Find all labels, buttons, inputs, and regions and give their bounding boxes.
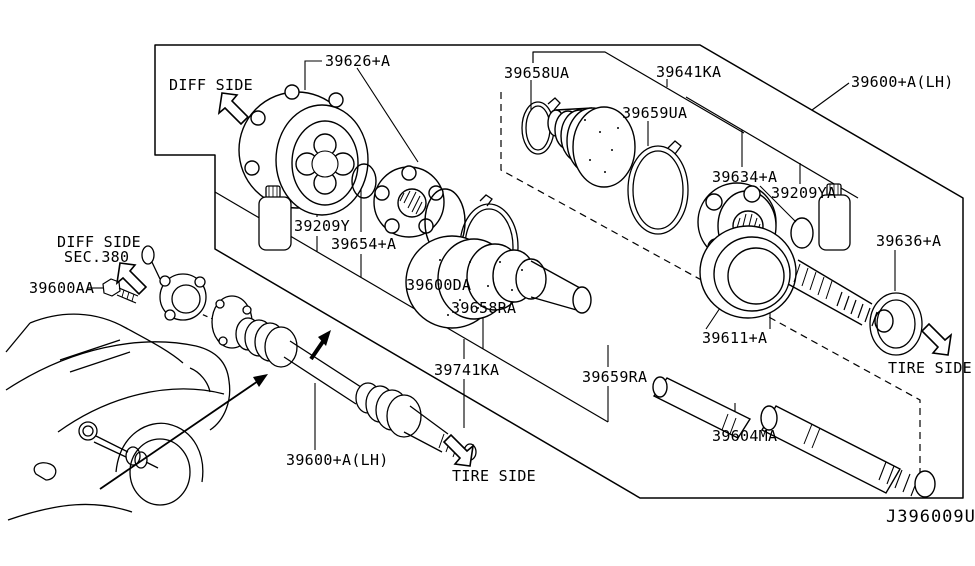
- assembled-drive-shaft: [141, 245, 477, 462]
- boot-band-39659UA: [627, 140, 689, 235]
- diff-side-sec380-label: SEC.380: [64, 248, 129, 266]
- boot-stipple: [584, 119, 619, 173]
- tire-side-bottom-arrow-icon: [443, 434, 474, 467]
- diff-side-boot: [405, 235, 592, 329]
- part-label-39636A: 39636+A: [876, 232, 941, 250]
- part-label-39209YA: 39209YA: [771, 184, 836, 202]
- stopper-ring-39654A: [351, 163, 377, 199]
- part-label-39658UA: 39658UA: [504, 64, 569, 82]
- diagram-code: J396009U: [886, 507, 975, 527]
- part-label-39741KA: 39741KA: [434, 361, 499, 379]
- part-label-39659UA: 39659UA: [622, 104, 687, 122]
- tire-side-right-label: TIRE SIDE: [888, 359, 972, 377]
- tire-side-bottom-label: TIRE SIDE: [452, 467, 536, 485]
- diff-side-left-label: DIFF SIDE: [57, 233, 141, 251]
- car-location-arrow-icon: [99, 378, 262, 490]
- diff-side-top-arrow-icon: [218, 92, 249, 125]
- label-layer: 39626+A DIFF SIDE 39658UA 39641KA 39659U…: [29, 52, 975, 527]
- inner-joint-housing-39626A: [238, 84, 369, 216]
- part-label-39600AA: 39600AA: [29, 279, 94, 297]
- bolt-39600AA: [102, 278, 139, 304]
- shaft-39604MA: [652, 376, 936, 498]
- shaft-pointer-arrow-head: [318, 330, 331, 346]
- car-location-arrow-head: [253, 374, 268, 387]
- part-label-39209Y: 39209Y: [294, 217, 350, 235]
- snap-ring-39634A: [790, 217, 814, 249]
- tire-side-right-arrow-icon: [921, 323, 952, 356]
- part-label-39658RA: 39658RA: [451, 299, 516, 317]
- pointer-arrows: [99, 330, 331, 490]
- diff-side-top-label: DIFF SIDE: [169, 76, 253, 94]
- part-label-39600A-lh-top: 39600+A(LH): [851, 73, 954, 91]
- part-label-39626A: 39626+A: [325, 52, 390, 70]
- drive-shaft-39611A: [699, 225, 894, 333]
- part-label-39600DA: 39600DA: [406, 276, 471, 294]
- shaft-pointer-arrow-icon: [309, 338, 326, 361]
- car-outline: [5, 313, 231, 521]
- boot-stipple: [439, 259, 523, 316]
- part-label-39659RA: 39659RA: [582, 368, 647, 386]
- part-label-39641KA: 39641KA: [656, 63, 721, 81]
- enclosure-box: [154, 44, 964, 499]
- car-axle-sketch: [78, 421, 159, 469]
- part-label-39634A: 39634+A: [712, 168, 777, 186]
- part-label-39654A: 39654+A: [331, 235, 396, 253]
- dust-seal-39636A: [869, 292, 923, 356]
- part-label-39611A: 39611+A: [702, 329, 767, 347]
- grease-tube-39209Y: [258, 185, 292, 251]
- grease-tube-39209YA: [818, 183, 851, 251]
- spider-assembly-left: [373, 165, 445, 238]
- tire-side-boot: [547, 106, 636, 188]
- part-label-39600A-lh-bottom: 39600+A(LH): [286, 451, 389, 469]
- part-label-39604MA: 39604MA: [712, 427, 777, 445]
